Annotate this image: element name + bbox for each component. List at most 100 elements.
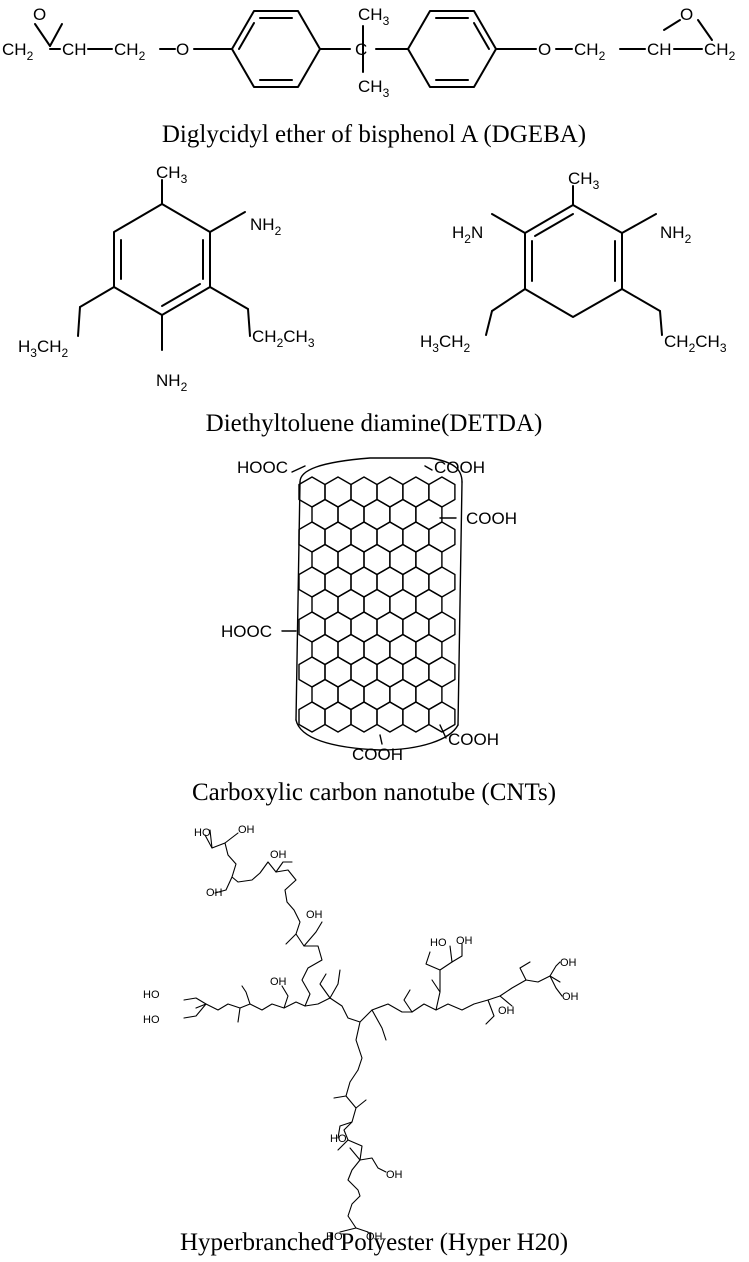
atom-ch3: CH3 — [358, 5, 390, 28]
bond — [403, 989, 413, 1013]
bond — [355, 1227, 369, 1233]
ring — [407, 10, 497, 88]
atom-h3cch2: H3CH2 — [18, 337, 69, 360]
dgeba-right-benzene-ring — [407, 10, 497, 88]
bond — [209, 829, 213, 849]
bond — [34, 23, 51, 47]
label-oh: OH — [562, 991, 579, 1003]
bond — [424, 465, 433, 471]
bond — [204, 834, 323, 1007]
ring — [524, 204, 623, 318]
bond — [195, 1001, 306, 1011]
label-oh: OH — [206, 887, 223, 899]
cnt-hexagon — [350, 701, 378, 733]
cnt-hexagon — [428, 701, 456, 733]
atom-o: O — [176, 40, 189, 59]
cnt-hexagon — [298, 701, 326, 733]
bond — [77, 306, 81, 337]
bond — [349, 1147, 361, 1161]
atom-ch2ch3: CH2CH3 — [252, 327, 315, 350]
polyester-atom-labels: HO OH OH OH OH HO HO OH HO OH OH OH OH H… — [143, 824, 579, 1243]
atom-c: C — [355, 40, 367, 59]
atom-ch3: CH3 — [156, 163, 188, 186]
polyester-backbone — [183, 829, 563, 1233]
caption-detda: Diethyltoluene diamine(DETDA) — [206, 410, 543, 437]
cnt-lattice — [295, 457, 463, 751]
atom-ch2: CH2 — [114, 40, 146, 63]
atom-ch2ch3: CH2CH3 — [664, 332, 727, 355]
bond — [411, 975, 561, 1013]
atom-ch: CH — [62, 40, 87, 59]
bond — [549, 975, 563, 997]
caption-dgeba: Diglycidyl ether of bisphenol A (DGEBA) — [162, 121, 586, 148]
label-oh: OH — [270, 849, 287, 861]
atom-ch: CH — [647, 40, 672, 59]
atom-ch3: CH3 — [358, 77, 390, 100]
label-ho: HO — [430, 937, 447, 949]
bond — [275, 861, 293, 873]
bond — [439, 724, 447, 739]
bond — [49, 23, 63, 47]
bond — [659, 310, 663, 336]
bond — [499, 995, 513, 1007]
hyperbranched-polyester-structure: HO OH OH OH OH HO HO OH HO OH OH OH OH H… — [143, 824, 579, 1256]
label-oh: OH — [386, 1169, 403, 1181]
detda-isomer-left: CH3 NH2 CH2CH3 H3CH2 NH2 — [18, 163, 315, 394]
bond — [663, 19, 681, 31]
cnt-hex-grid — [298, 476, 456, 733]
cnt-hexagon — [324, 701, 352, 733]
dgeba-right-epoxide: O CH2 CH O CH2 — [495, 5, 736, 63]
bond — [319, 973, 331, 999]
bond — [343, 1069, 363, 1229]
bond — [183, 997, 207, 1005]
label-cooh: COOH — [448, 730, 499, 749]
atom-ch2: CH2 — [2, 40, 34, 63]
bond — [79, 286, 115, 308]
label-ho: HO — [143, 989, 160, 1001]
detda-isomer-right: CH3 NH2 H2N CH2CH3 H3CH2 — [420, 169, 727, 355]
atom-h3cch2: H3CH2 — [420, 332, 471, 355]
atom-nh2: NH2 — [250, 215, 282, 238]
label-oh: OH — [270, 976, 287, 988]
bond — [549, 961, 561, 977]
bond — [339, 1227, 357, 1233]
label-ho: HO — [194, 827, 211, 839]
bond — [621, 213, 657, 234]
atom-o: O — [680, 5, 693, 24]
label-ho: HO — [326, 1231, 343, 1243]
bond — [214, 876, 233, 894]
atom-ch3: CH3 — [568, 169, 600, 192]
label-cooh: COOH — [434, 458, 485, 477]
caption-polyester: Hyperbranched Polyester (Hyper H20) — [180, 1229, 568, 1256]
bond — [303, 921, 323, 947]
bond — [621, 288, 661, 312]
bond — [534, 213, 574, 237]
label-hooc: HOOC — [221, 622, 272, 641]
cnt-hexagon — [402, 701, 430, 733]
bond — [355, 1021, 363, 1071]
atom-o: O — [538, 40, 551, 59]
bond — [491, 213, 526, 234]
cnt-hexagon — [376, 701, 404, 733]
bond — [295, 481, 301, 721]
bond — [519, 961, 531, 981]
bond — [379, 734, 383, 745]
bond — [299, 457, 463, 483]
bond — [439, 945, 453, 993]
label-oh: OH — [366, 1231, 383, 1243]
bond — [485, 999, 495, 1025]
dgeba-left-epoxide: O CH2 CH CH2 O — [2, 5, 233, 63]
bond — [473, 22, 490, 50]
label-cooh: COOH — [352, 745, 403, 764]
bond — [451, 943, 463, 963]
label-cooh: COOH — [466, 509, 517, 528]
bond — [457, 481, 463, 726]
bond — [209, 286, 249, 310]
bond — [431, 979, 441, 1011]
bond — [359, 1157, 387, 1173]
dgeba-isopropylidene: C CH3 CH3 — [319, 5, 409, 100]
atom-nh2: NH2 — [156, 371, 188, 394]
bond — [238, 22, 255, 50]
bond — [285, 933, 297, 945]
